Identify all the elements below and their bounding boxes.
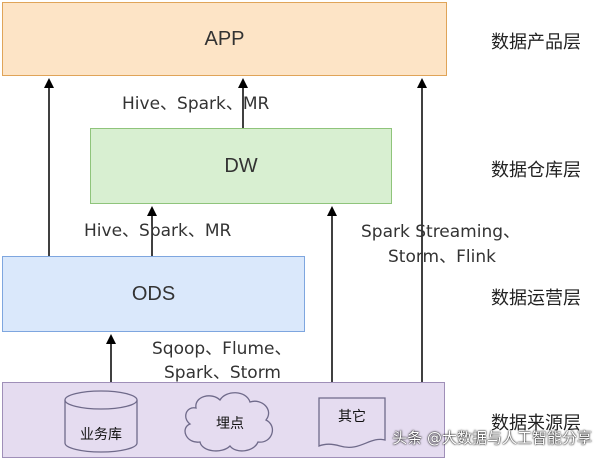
cloud-icon bbox=[184, 392, 274, 452]
tier-label-warehouse: 数据仓库层 bbox=[491, 160, 581, 181]
tier-label-operation: 数据运营层 bbox=[491, 288, 581, 309]
ods-to-dw-tools: Hive、Spark、MR bbox=[84, 221, 232, 241]
dw-label: DW bbox=[224, 154, 258, 177]
other-source-label: 其它 bbox=[338, 409, 366, 425]
dw-to-app-tools: Hive、Spark、MR bbox=[122, 94, 270, 114]
streaming-tools-line1: Spark Streaming、 bbox=[361, 222, 521, 242]
document-icon bbox=[318, 397, 386, 448]
ingest-tools-line1: Sqoop、Flume、 bbox=[152, 339, 292, 359]
ods-layer-box: ODS bbox=[2, 256, 305, 332]
business-db-label: 业务库 bbox=[80, 427, 122, 443]
ingest-tools-line2: Spark、Storm bbox=[164, 363, 281, 383]
watermark-text: 头条 @大数据与人工智能分享 bbox=[392, 429, 592, 447]
tier-label-source: 数据来源层 bbox=[491, 413, 581, 434]
tracking-label: 埋点 bbox=[216, 416, 244, 432]
ods-label: ODS bbox=[131, 282, 176, 305]
database-icon bbox=[64, 390, 138, 453]
app-layer-box: APP bbox=[2, 2, 447, 76]
tier-label-product: 数据产品层 bbox=[491, 32, 581, 53]
streaming-tools-line2: Storm、Flink bbox=[388, 247, 496, 267]
dw-layer-box: DW bbox=[90, 128, 392, 204]
app-label: APP bbox=[204, 27, 245, 50]
